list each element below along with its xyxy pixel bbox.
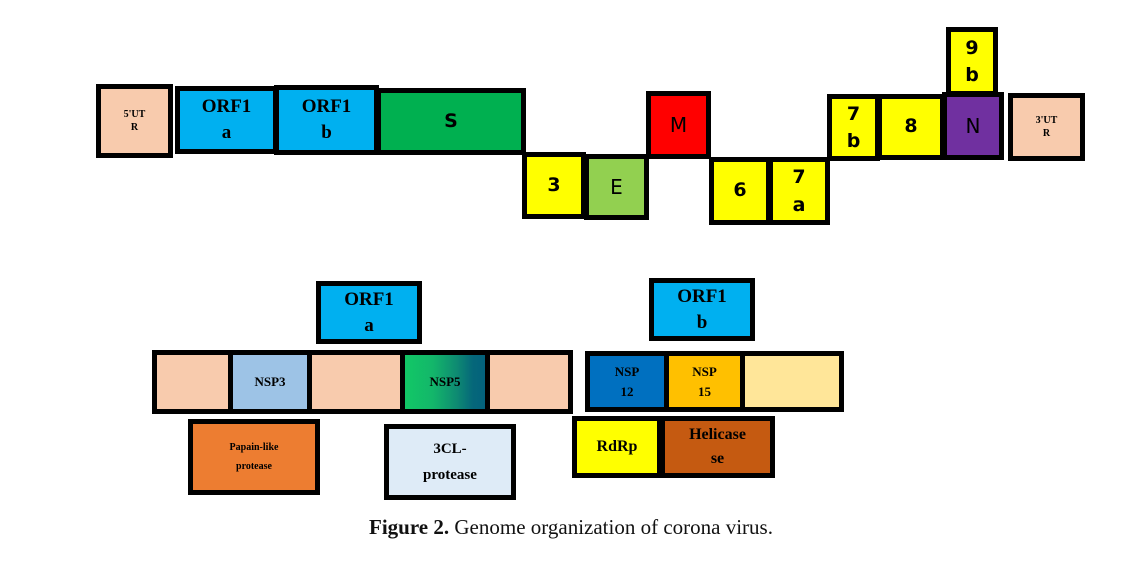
rdrp-box: RdRp xyxy=(572,416,662,478)
utr3-label-line2: R xyxy=(1042,128,1051,139)
nsp5-segment: NSP5 xyxy=(400,355,485,409)
n-gene-label: N xyxy=(965,113,981,138)
utr5-box: 5'UT R xyxy=(96,84,173,158)
papain-like-protease-box: Papain-like protease xyxy=(188,419,320,495)
orf8-label: 8 xyxy=(904,115,918,138)
orf1a-detail-header: ORF1 a xyxy=(316,281,422,344)
orf1a-detail-header-line2: a xyxy=(364,314,374,336)
orf3-box: 3 xyxy=(522,152,586,219)
nsp15-label-line1: NSP xyxy=(692,364,717,379)
n-gene-box: N xyxy=(942,92,1004,160)
orf9b-label-line1: 9 xyxy=(965,36,979,59)
nsp15-label-line2: 15 xyxy=(698,383,711,399)
orf1a-box: ORF1 a xyxy=(175,86,278,154)
s-gene-box: S xyxy=(376,88,526,155)
nsp12-label-line1: NSP xyxy=(614,364,640,379)
orf1b-detail-header: ORF1 b xyxy=(649,278,755,341)
orf1b-nsp-bar: NSP 12 NSP 15 xyxy=(585,351,844,412)
orf9b-label-line2: b xyxy=(965,63,979,86)
figure-caption-prefix: Figure 2. xyxy=(369,515,450,539)
papain-like-protease-line2: protease xyxy=(236,461,272,472)
orf1b-label-line2: b xyxy=(321,122,332,143)
nsp12-label-line2: 12 xyxy=(620,383,634,399)
orf1a-label-line1: ORF1 xyxy=(201,96,252,118)
orf1b-detail-header-line1: ORF1 xyxy=(677,285,727,307)
orf1a-detail-header-line1: ORF1 xyxy=(344,288,394,310)
m-gene-box: M xyxy=(646,91,711,159)
nsp5-label: NSP5 xyxy=(429,374,461,390)
orf1a-nsp-bar: NSP3 NSP5 xyxy=(152,350,573,414)
orf7a-box: 7 a xyxy=(768,157,830,225)
orf6-box: 6 xyxy=(709,157,771,225)
utr3-box: 3'UT R xyxy=(1008,93,1085,161)
utr5-label-line1: 5'UT xyxy=(123,108,146,120)
orf6-label: 6 xyxy=(733,179,747,202)
helicase-box: Helicase se xyxy=(660,416,775,478)
orf1a-segment xyxy=(307,355,400,409)
s-gene-label: S xyxy=(444,109,458,132)
orf1b-detail-header-line2: b xyxy=(696,311,708,333)
helicase-label-line1: Helicase xyxy=(689,426,746,443)
orf7a-label-line1: 7 xyxy=(792,165,806,188)
figure-caption-text: Genome organization of corona virus. xyxy=(449,515,773,539)
utr3-label-line1: 3'UT xyxy=(1035,114,1058,126)
rdrp-label: RdRp xyxy=(596,438,638,456)
3cl-protease-box: 3CL- protease xyxy=(384,424,516,500)
orf3-label: 3 xyxy=(547,173,561,196)
papain-like-protease-line1: Papain-like xyxy=(229,442,279,453)
e-gene-box: E xyxy=(584,154,649,220)
nsp3-label: NSP3 xyxy=(254,374,286,390)
nsp15-segment: NSP 15 xyxy=(664,356,740,407)
orf1a-segment xyxy=(157,355,228,409)
orf8-box: 8 xyxy=(877,94,945,160)
m-gene-label: M xyxy=(669,112,688,137)
orf1b-segment xyxy=(740,356,839,407)
e-gene-label: E xyxy=(610,174,623,199)
orf1a-label-line2: a xyxy=(221,122,232,143)
nsp12-segment: NSP 12 xyxy=(590,356,664,407)
orf7a-label-line2: a xyxy=(792,194,806,216)
figure-caption: Figure 2. Genome organization of corona … xyxy=(0,515,1142,540)
orf1a-segment xyxy=(485,355,568,409)
orf1b-box: ORF1 b xyxy=(274,85,379,155)
orf9b-box: 9 b xyxy=(946,27,998,96)
3cl-protease-line2: protease xyxy=(423,467,477,483)
orf7b-label-line2: b xyxy=(846,129,861,152)
helicase-label-line2: se xyxy=(710,450,725,467)
orf7b-box: 7 b xyxy=(827,94,880,161)
utr5-label-line2: R xyxy=(130,122,139,133)
nsp3-segment: NSP3 xyxy=(228,355,307,409)
3cl-protease-line1: 3CL- xyxy=(433,440,467,457)
orf1b-label-line1: ORF1 xyxy=(301,96,352,118)
orf7b-label-line1: 7 xyxy=(846,102,861,125)
